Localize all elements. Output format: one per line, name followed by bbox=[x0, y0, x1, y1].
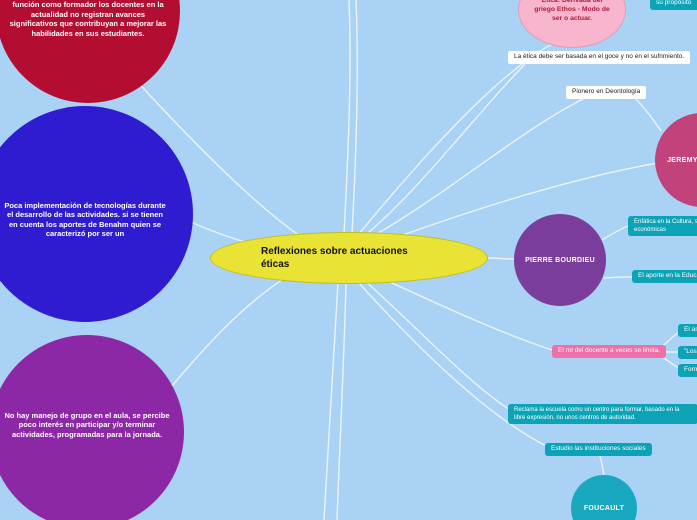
central-topic-node[interactable]: Reflexiones sobre actuaciones éticas bbox=[210, 232, 488, 284]
fragment-2-text: "Los bbox=[684, 348, 697, 355]
central-topic-label: Reflexiones sobre actuaciones éticas bbox=[261, 246, 408, 270]
deontologia-text: Pionero en Deontología bbox=[572, 88, 641, 95]
deontologia-label[interactable]: Pionero en Deontología bbox=[566, 86, 647, 99]
society-node-text: el rol que representa en la sociedad ant… bbox=[9, 0, 167, 38]
cultura-text: Enfática en la Cultura, sociales y econó… bbox=[634, 219, 697, 234]
jeremy-bentham-label: JEREMY BENTHAM bbox=[667, 156, 697, 164]
escuela-text: Reclama la escuela como un centro para f… bbox=[514, 407, 680, 422]
educacion-text: El aporte en la Educación bbox=[638, 272, 697, 279]
pierre-bourdieu-node[interactable]: PIERRE BOURDIEU bbox=[514, 214, 606, 306]
cultura-label[interactable]: Enfática en la Cultura, sociales y econó… bbox=[628, 216, 697, 237]
group-management-node[interactable]: No hay manejo de grupo en el aula, se pe… bbox=[0, 335, 184, 520]
ethics-goce-label[interactable]: La ética debe ser basada en el goce y no… bbox=[508, 51, 691, 64]
technology-node-text: Poca implementación de tecnologías duran… bbox=[4, 201, 166, 239]
fragment-label-1[interactable]: El as bbox=[678, 324, 697, 337]
fragment-label-3[interactable]: Form bbox=[678, 364, 697, 377]
technology-node[interactable]: Poca implementación de tecnologías duran… bbox=[0, 106, 193, 322]
educacion-label[interactable]: El aporte en la Educación bbox=[632, 270, 697, 283]
ethics-definition-text: Ética: Derivada del griego Ethos - Modo … bbox=[534, 0, 610, 22]
proposito-chip-text: su propósito bbox=[656, 0, 692, 6]
proposito-chip[interactable]: su propósito bbox=[650, 0, 697, 10]
ethics-goce-text: La ética debe ser basada en el goce y no… bbox=[514, 53, 685, 60]
rol-docente-text: El rol del docente a veces se limita. bbox=[558, 347, 660, 354]
escuela-label[interactable]: Reclama la escuela como un centro para f… bbox=[508, 404, 697, 425]
pierre-bourdieu-label: PIERRE BOURDIEU bbox=[525, 256, 595, 264]
fragment-1-text: El as bbox=[684, 326, 697, 333]
foucault-node[interactable]: FOUCAULT bbox=[571, 475, 637, 520]
instituciones-text: Estudio las instituciones sociales bbox=[551, 445, 646, 452]
rol-docente-label[interactable]: El rol del docente a veces se limita. bbox=[552, 345, 666, 358]
foucault-label: FOUCAULT bbox=[583, 504, 625, 512]
group-management-node-text: No hay manejo de grupo en el aula, se pe… bbox=[4, 411, 170, 439]
instituciones-label[interactable]: Estudio las instituciones sociales bbox=[545, 443, 652, 456]
fragment-3-text: Form bbox=[684, 366, 697, 373]
fragment-label-2[interactable]: "Los bbox=[678, 346, 697, 359]
